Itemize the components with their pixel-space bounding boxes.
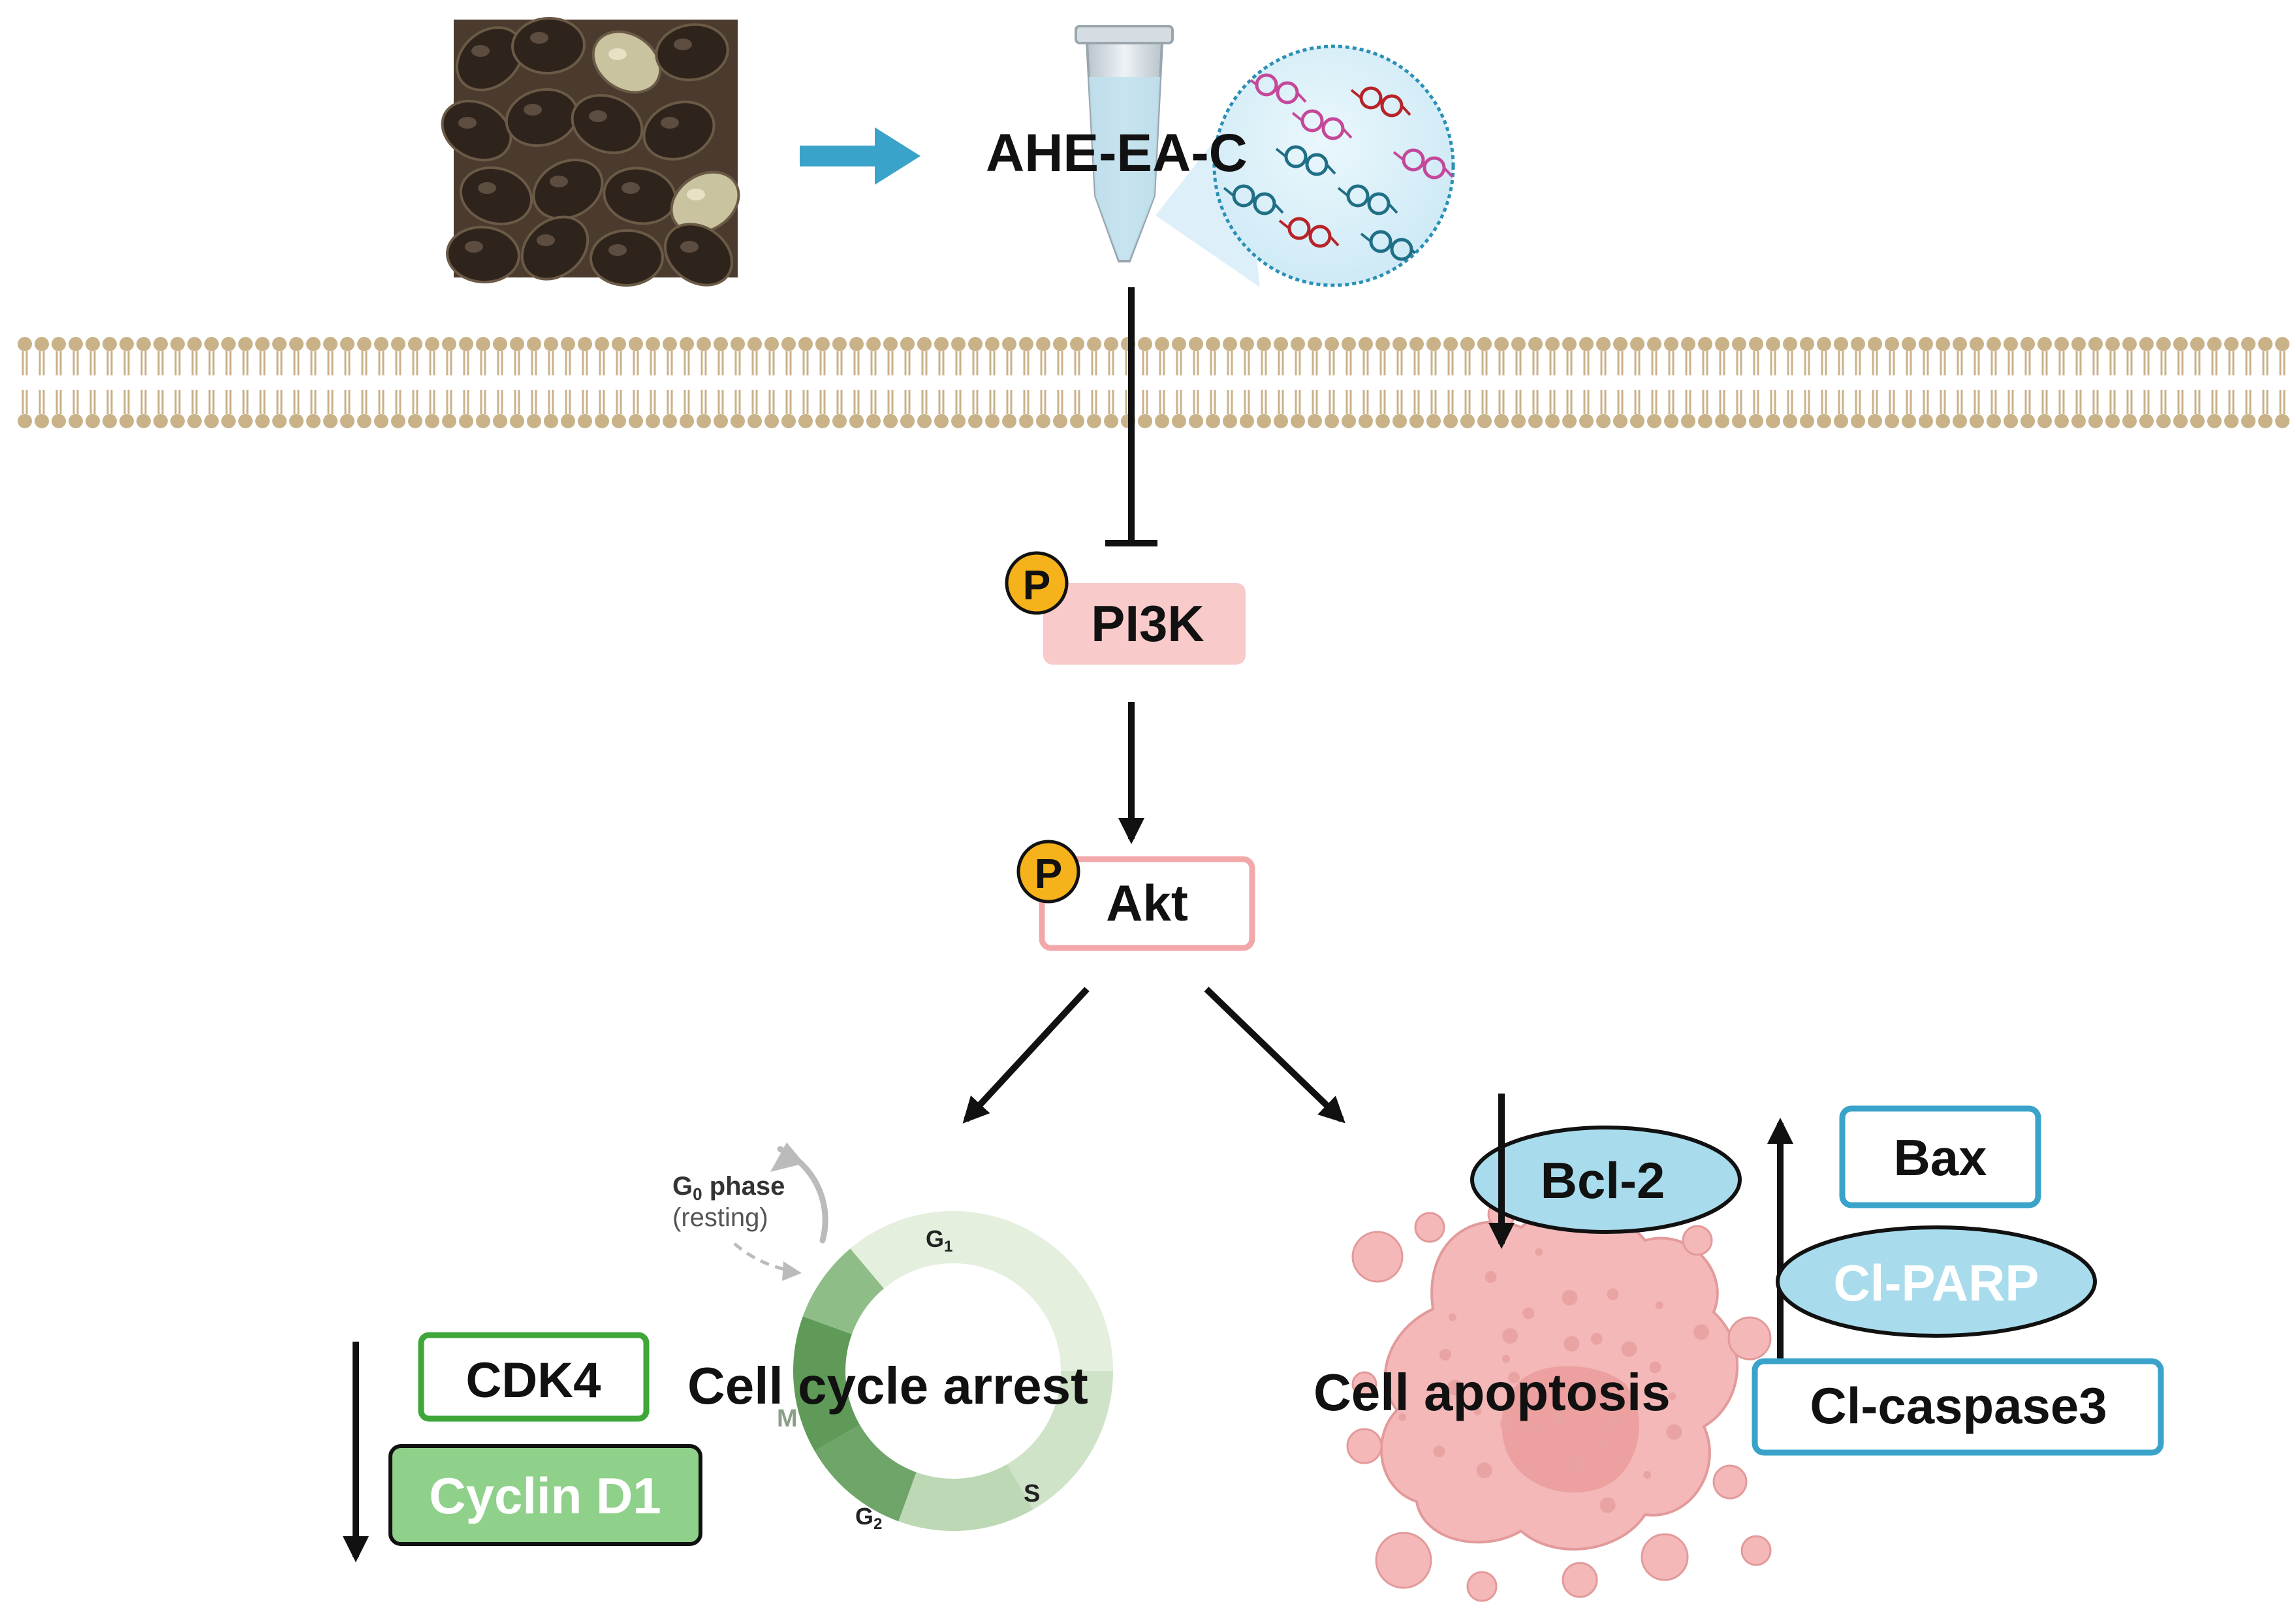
pi3k-node: PI3K P [1005, 551, 1246, 665]
arrow-to-apoptosis [1204, 986, 1345, 1124]
cyclin-d1-node: Cyclin D1 [388, 1444, 702, 1546]
compound-label: AHE-EA-C [986, 123, 1248, 183]
g0-phase-label: G0 phase [672, 1172, 785, 1204]
inhibition-line [1105, 287, 1157, 546]
extraction-arrow [800, 127, 920, 185]
cl-caspase3-node: Cl-caspase3 [1752, 1358, 2164, 1456]
molecule-bubble [1212, 44, 1455, 287]
phospho-label: P [1035, 850, 1063, 897]
g0-return-arrow [733, 1242, 787, 1272]
akt-node: Akt P [1016, 840, 1255, 951]
cl-parp-label: Cl-PARP [1834, 1254, 2039, 1312]
phospho-badge [1005, 551, 1069, 615]
cl-caspase3-label: Cl-caspase3 [1810, 1377, 2107, 1434]
bcl2-node: Bcl-2 [1470, 1126, 1742, 1234]
cdk4-node: CDK4 [418, 1332, 650, 1422]
bcl2-label: Bcl-2 [1541, 1152, 1665, 1209]
phospho-label: P [1023, 561, 1051, 608]
cell-cycle-arrest-title: Cell cycle arrest [687, 1357, 1088, 1415]
s-phase-label: S [1024, 1480, 1040, 1507]
pi3k-label: PI3K [1091, 595, 1204, 652]
g2-label: G2 [855, 1503, 882, 1533]
seed-photo [441, 16, 740, 287]
akt-label: Akt [1106, 874, 1188, 932]
phospho-badge [1016, 840, 1080, 904]
tube-icon [1075, 25, 1174, 262]
arrow-to-cell-cycle [962, 986, 1090, 1124]
g0-resting-label: (resting) [672, 1203, 768, 1232]
bax-label: Bax [1893, 1129, 1987, 1186]
g1-label: G1 [926, 1225, 952, 1255]
cdk4-label: CDK4 [466, 1353, 601, 1408]
cell-apoptosis-title: Cell apoptosis [1313, 1363, 1671, 1421]
bax-node: Bax [1839, 1105, 2041, 1208]
cyclin-d1-label: Cyclin D1 [429, 1467, 661, 1524]
cl-parp-node: Cl-PARP [1776, 1225, 2097, 1338]
cell-membrane [18, 337, 2289, 428]
m-phase-label: M [777, 1405, 798, 1432]
cell-cycle-wheel: G0 phase (resting) G1 S G2 M [672, 1143, 1113, 1533]
